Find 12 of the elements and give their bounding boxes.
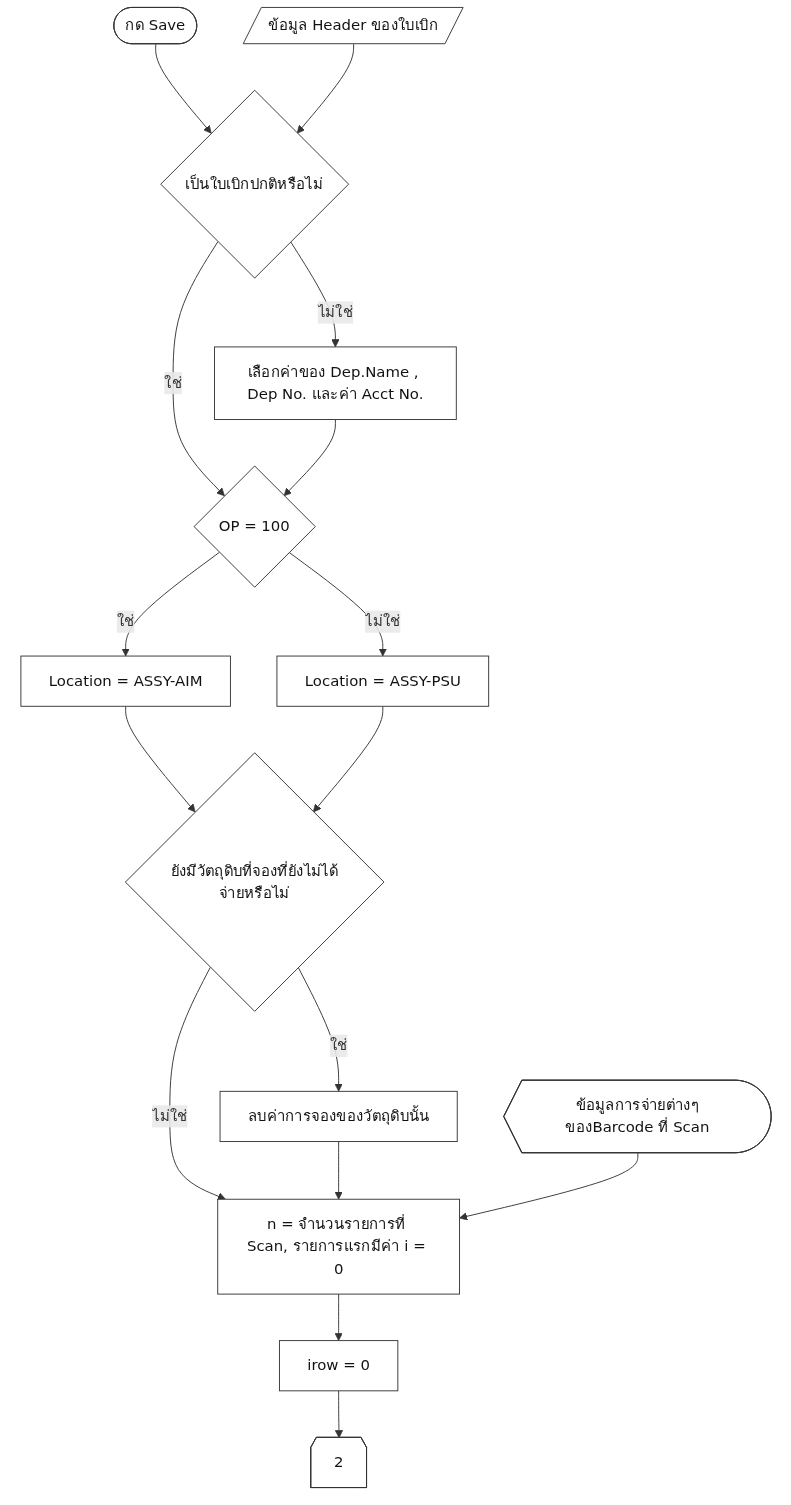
node-box: เลือกค่าของ Dep.Name , Dep No. และค่า Acct No. [213,346,457,420]
node-box: ลบค่าการจองของวัตถุดิบนั้น [219,1090,458,1143]
node-box: Location = ASSY-AIM [19,655,231,707]
edge-label: ใช่ [163,373,182,392]
node-diamond: OP = 100 [193,465,316,588]
edge-label: ใช่ [329,1036,347,1055]
node-box: irow = 0 [278,1340,398,1392]
node-box: n = จำนวนรายการที่ Scan, รายการแรกมีค่า i = 0 [216,1198,460,1295]
node-diamond: เป็นใบเบิกปกติหรือไม่ [159,89,349,279]
node-box: Location = ASSY-PSU [275,655,489,707]
edge-label: ใช่ [116,612,134,631]
node-diamond: ยังมีวัตถุดิบที่จองที่ยังไม่ได้จ่ายหรือไม่ [124,752,384,1012]
